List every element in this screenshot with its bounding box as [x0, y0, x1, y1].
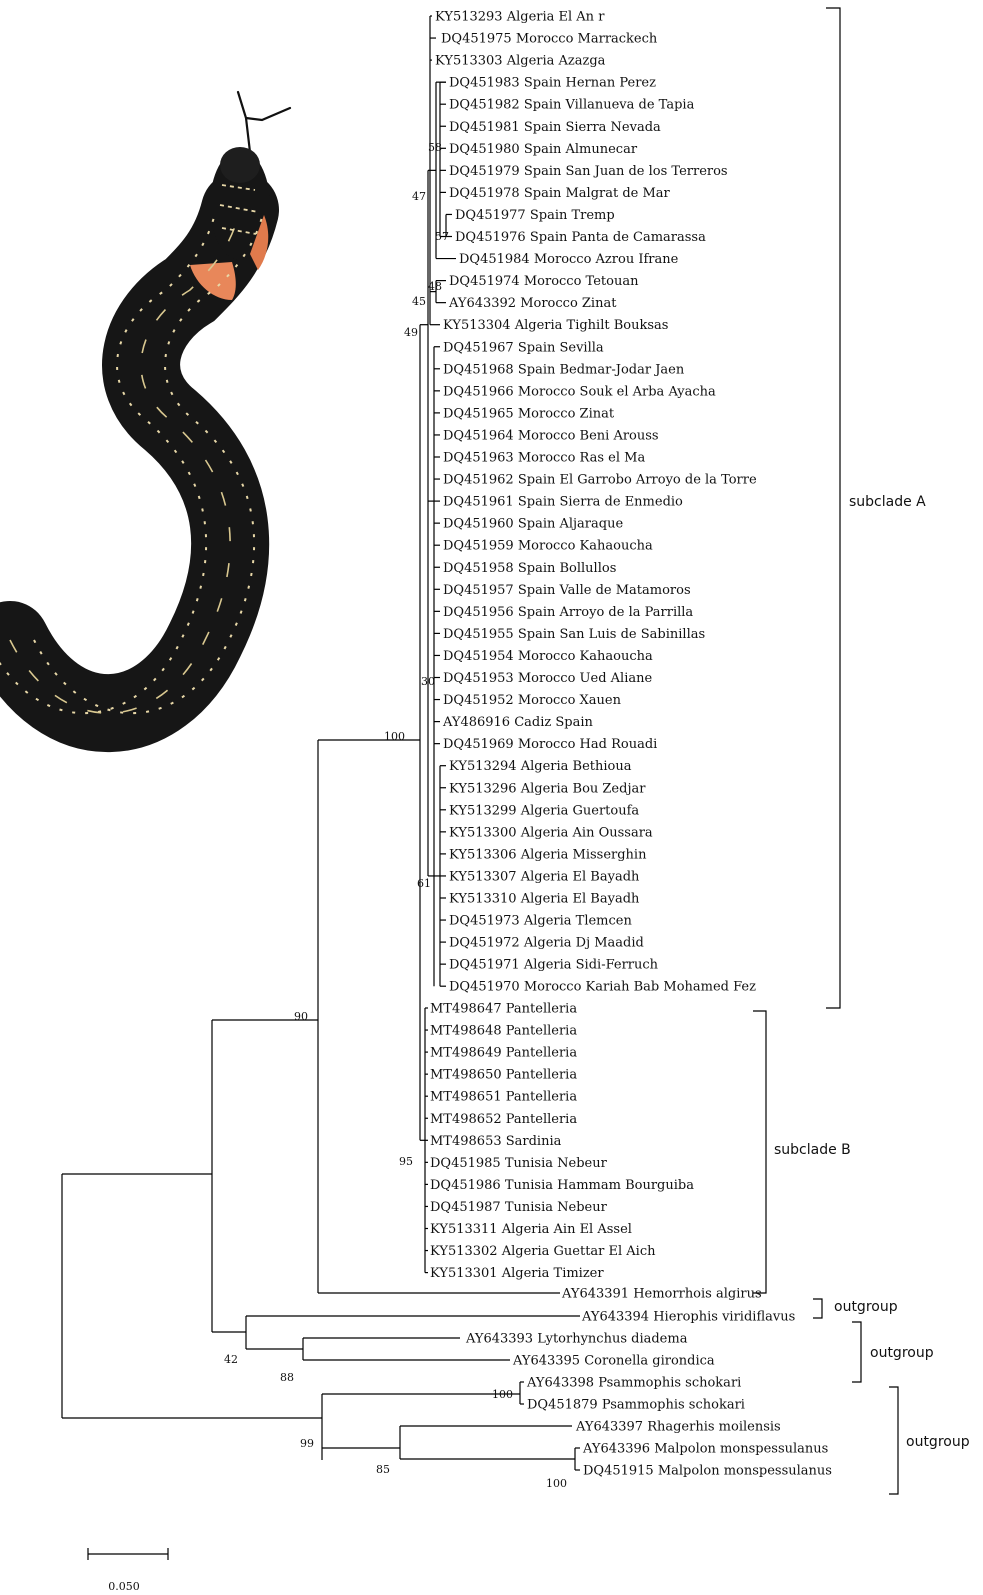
taxon-label: DQ451969 Morocco Had Rouadi: [443, 737, 657, 752]
subclade-a-label: subclade A: [849, 494, 926, 510]
bootstrap-value: 47: [412, 190, 426, 203]
taxon-label: DQ451978 Spain Malgrat de Mar: [449, 186, 671, 201]
taxon-label: DQ451955 Spain San Luis de Sabinillas: [443, 627, 705, 642]
outgroup-3-bracket: [889, 1387, 898, 1494]
taxon-label: AY643395 Coronella girondica: [512, 1354, 715, 1369]
taxon-label: KY513294 Algeria Bethioua: [449, 759, 632, 774]
taxon-label: DQ451915 Malpolon monspessulanus: [583, 1464, 832, 1479]
taxon-label: DQ451985 Tunisia Nebeur: [430, 1156, 608, 1171]
taxon-label: MT498648 Pantelleria: [430, 1024, 577, 1039]
taxon-label: AY643393 Lytorhynchus diadema: [465, 1332, 688, 1347]
outgroup-label: outgroup: [834, 1299, 898, 1315]
taxon-label: DQ451970 Morocco Kariah Bab Mohamed Fez: [449, 980, 756, 995]
bootstrap-value: 99: [300, 1437, 314, 1450]
bootstrap-value: 61: [417, 877, 431, 890]
taxon-label: DQ451972 Algeria Dj Maadid: [449, 936, 644, 951]
taxon-label: KY513293 Algeria El An r: [435, 10, 605, 25]
outgroup-label: outgroup: [870, 1345, 934, 1361]
taxon-label: DQ451980 Spain Almunecar: [449, 142, 638, 157]
bootstrap-value: 100: [546, 1477, 567, 1490]
taxon-label: DQ451953 Morocco Ued Aliane: [443, 671, 652, 686]
taxon-label: DQ451879 Psammophis schokari: [527, 1398, 745, 1413]
taxon-label: MT498652 Pantelleria: [430, 1112, 577, 1127]
taxon-label: MT498649 Pantelleria: [430, 1046, 577, 1061]
bootstrap-value: 100: [492, 1388, 513, 1401]
taxon-label: KY513300 Algeria Ain Oussara: [449, 825, 653, 840]
snake-illustration: [0, 92, 290, 713]
taxon-label: KY513299 Algeria Guertoufa: [449, 803, 639, 818]
bootstrap-value: 85: [376, 1463, 390, 1476]
taxon-label: MT498651 Pantelleria: [430, 1090, 577, 1105]
bootstrap-value: 95: [399, 1155, 413, 1168]
taxon-label: KY513310 Algeria El Bayadh: [449, 892, 640, 907]
taxon-label: DQ451965 Morocco Zinat: [443, 406, 615, 421]
bootstrap-value: 57: [435, 230, 449, 243]
taxon-label: KY513301 Algeria Timizer: [430, 1266, 604, 1281]
bootstrap-value: 90: [294, 1010, 308, 1023]
taxon-label: DQ451974 Morocco Tetouan: [449, 274, 639, 289]
taxon-label: DQ451967 Spain Sevilla: [443, 340, 604, 355]
taxon-label: KY513306 Algeria Misserghin: [449, 847, 647, 862]
taxon-label: DQ451958 Spain Bollullos: [443, 561, 616, 576]
scale-bar-label: 0.050: [108, 1580, 140, 1593]
taxon-label: DQ451977 Spain Tremp: [455, 208, 615, 223]
outgroup-2-bracket: [852, 1322, 861, 1382]
bootstrap-value: 58: [428, 141, 442, 154]
taxon-label: DQ451987 Tunisia Nebeur: [430, 1200, 608, 1215]
taxon-label: MT498653 Sardinia: [430, 1134, 562, 1149]
taxon-label: DQ451963 Morocco Ras el Ma: [443, 451, 645, 466]
bootstrap-value: 49: [404, 326, 418, 339]
taxon-label: AY643394 Hierophis viridiflavus: [581, 1310, 795, 1325]
bootstrap-value: 45: [412, 295, 426, 308]
outgroup-1-bracket: [813, 1299, 822, 1318]
taxon-label: KY513304 Algeria Tighilt Bouksas: [443, 318, 668, 333]
bootstrap-value: 48: [428, 280, 442, 293]
taxon-label: DQ451973 Algeria Tlemcen: [449, 914, 632, 929]
taxon-label: DQ451964 Morocco Beni Arouss: [443, 428, 659, 443]
taxon-label: DQ451983 Spain Hernan Perez: [449, 76, 656, 91]
bootstrap-value: 100: [384, 730, 405, 743]
taxon-label: KY513296 Algeria Bou Zedjar: [449, 781, 646, 796]
subclade-b-label: subclade B: [774, 1142, 851, 1158]
bootstrap-value: 88: [280, 1371, 294, 1384]
taxon-label: DQ451956 Spain Arroyo de la Parrilla: [443, 605, 693, 620]
outgroup-label: outgroup: [906, 1434, 970, 1450]
taxon-label: MT498647 Pantelleria: [430, 1002, 577, 1017]
taxon-label: KY513311 Algeria Ain El Assel: [430, 1222, 632, 1237]
taxon-label: DQ451968 Spain Bedmar-Jodar Jaen: [443, 362, 685, 377]
taxon-label: DQ451960 Spain Aljaraque: [443, 517, 623, 532]
taxon-label: AY643398 Psammophis schokari: [526, 1376, 741, 1391]
taxon-label: AY643397 Rhagerhis moilensis: [575, 1420, 781, 1435]
taxon-label: AY486916 Cadiz Spain: [442, 715, 593, 730]
taxon-label: DQ451971 Algeria Sidi-Ferruch: [449, 958, 659, 973]
bootstrap-value: 42: [224, 1353, 238, 1366]
taxon-label: KY513303 Algeria Azazga: [435, 54, 606, 69]
taxon-label: DQ451979 Spain San Juan de los Terreros: [449, 164, 728, 179]
taxon-label: AY643392 Morocco Zinat: [448, 296, 617, 311]
taxon-label: DQ451975 Morocco Marrackech: [441, 32, 658, 47]
taxon-label: KY513302 Algeria Guettar El Aich: [430, 1244, 656, 1259]
taxon-label: DQ451966 Morocco Souk el Arba Ayacha: [443, 384, 716, 399]
taxon-label: AY643396 Malpolon monspessulanus: [582, 1442, 828, 1457]
taxon-label: MT498650 Pantelleria: [430, 1068, 577, 1083]
taxon-label: DQ451957 Spain Valle de Matamoros: [443, 583, 691, 598]
taxon-label: DQ451986 Tunisia Hammam Bourguiba: [430, 1178, 694, 1193]
taxon-label: DQ451952 Morocco Xauen: [443, 693, 622, 708]
taxon-label: DQ451976 Spain Panta de Camarassa: [455, 230, 706, 245]
subclade-a-bracket: [826, 8, 840, 1008]
taxon-label: DQ451981 Spain Sierra Nevada: [449, 120, 661, 135]
taxon-label: AY643391 Hemorrhois algirus: [561, 1287, 762, 1302]
bootstrap-value: 30: [421, 675, 435, 688]
taxon-label: KY513307 Algeria El Bayadh: [449, 869, 640, 884]
taxon-label: DQ451961 Spain Sierra de Enmedio: [443, 495, 683, 510]
taxon-label: DQ451954 Morocco Kahaoucha: [443, 649, 653, 664]
taxon-label: DQ451984 Morocco Azrou Ifrane: [459, 252, 679, 267]
taxon-label: DQ451962 Spain El Garrobo Arroyo de la T…: [443, 473, 757, 488]
taxon-label: DQ451959 Morocco Kahaoucha: [443, 539, 653, 554]
taxon-label: DQ451982 Spain Villanueva de Tapia: [449, 98, 695, 113]
subclade-b-bracket: [753, 1011, 766, 1293]
